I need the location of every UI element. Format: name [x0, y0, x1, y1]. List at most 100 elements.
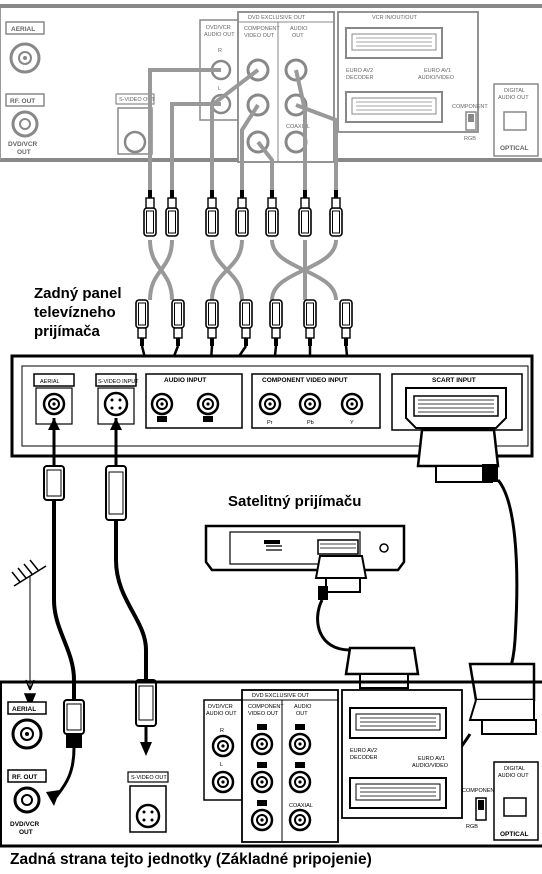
bottom-dvd-exclusive-out: DVD EXCLUSIVE OUT COMPONENT VIDEO OUT AU… [241, 689, 339, 843]
top-dvd-vcr-out-line2: OUT [17, 149, 31, 156]
bottom-dvd-vcr-audio-out: DVD/VCR AUDIO OUT R L [203, 699, 243, 801]
top-svideo-out[interactable]: S-VIDEO OUT [115, 93, 155, 155]
top-gray-cables [148, 68, 338, 190]
bottom-euro-av2-scart[interactable] [349, 707, 447, 739]
tv-y-label: Y [350, 420, 354, 426]
bottom-euro-av1-line1: EURO AV1 [418, 756, 445, 762]
antenna-icon [11, 559, 47, 708]
bottom-svideo-out[interactable]: S-VIDEO OUT [127, 771, 169, 833]
tv-scart-plug [416, 428, 500, 483]
bottom-aerial-label: AERIAL [12, 706, 36, 713]
tv-audio-jack-r[interactable] [150, 392, 174, 416]
tv-caption-line3: prijímača [34, 323, 101, 340]
tv-y-jack[interactable] [340, 392, 364, 416]
tv-scart-label: SCART INPUT [432, 377, 476, 384]
tv-component-label: COMPONENT VIDEO INPUT [262, 377, 348, 384]
tv-svideo-input[interactable]: S-VIDEO INPUT [95, 373, 139, 425]
top-l-label: L [218, 86, 221, 92]
bottom-rf-out-connector[interactable]: RF. OUT DVD/VCR OUT [7, 769, 47, 836]
top-dvd-vcr-out-line1: DVD/VCR [8, 141, 38, 148]
tv-component-video-input: COMPONENT VIDEO INPUT Pr Pb Y [251, 373, 381, 429]
bottom-audio-out-line2: OUT [296, 711, 308, 717]
bottom-rf-out-label: RF. OUT [12, 774, 37, 781]
tv-pb-jack[interactable] [298, 392, 322, 416]
bottom-audio-l-jack[interactable] [211, 770, 235, 794]
bottom-euro-av2-line2: DECODER [350, 755, 378, 761]
bottom-audio-out-jack-2[interactable] [288, 770, 312, 794]
satellite-caption: Satelitný prijímaču [228, 493, 361, 510]
top-audio-out-line2: OUT [292, 33, 304, 39]
bottom-audio-r-jack[interactable] [211, 734, 235, 758]
bottom-euro-av1-scart[interactable] [349, 777, 447, 809]
tv-pr-jack[interactable] [258, 392, 282, 416]
bottom-aerial-connector[interactable]: AERIAL [7, 701, 47, 750]
tv-caption-line1: Zadný panel [34, 285, 122, 302]
top-component-line2: VIDEO OUT [244, 33, 275, 39]
upper-rca-plugs [143, 189, 343, 237]
top-rf-out-label: RF. OUT [10, 98, 35, 105]
satellite-scart-plug [314, 555, 368, 652]
top-dvd-vcr-audio-line1: DVD/VCR [206, 25, 231, 31]
top-euro-av2-scart[interactable] [345, 27, 443, 59]
tv-panel-caption: Zadný panel televízneho prijímača [34, 285, 122, 340]
top-vcr-scart-label: VCR IN/OUT/OUT [372, 15, 418, 21]
top-rgb-label: RGB [464, 136, 476, 142]
bottom-dvd-vcr-out-line2: OUT [19, 829, 33, 836]
top-component-line1: COMPONENT [244, 26, 280, 32]
bottom-dvd-vcr-audio-line1: DVD/VCR [208, 704, 233, 710]
top-component-rgb-switch[interactable]: COMPONENT RGB [452, 104, 488, 142]
tv-svideo-label: S-VIDEO INPUT [98, 379, 139, 385]
tv-audio-input: AUDIO INPUT [145, 373, 243, 429]
bottom-coaxial-label: COAXIAL [289, 803, 313, 809]
lower-rca-plugs [135, 299, 353, 347]
top-digital-line1: DIGITAL [504, 88, 525, 94]
bottom-dvd-vcr-audio-line2: AUDIO OUT [206, 711, 237, 717]
top-rf-out-connector[interactable]: RF. OUT DVD/VCR OUT [5, 93, 45, 156]
tv-pb-label: Pb [307, 420, 314, 426]
bottom-euro-av2-line1: EURO AV2 [350, 748, 377, 754]
bottom-audio-out-line1: AUDIO [294, 704, 312, 710]
tv-pr-label: Pr [267, 420, 273, 426]
tv-audio-jack-l[interactable] [196, 392, 220, 416]
bottom-component-line2: VIDEO OUT [248, 711, 279, 717]
bottom-rgb-label: RGB [466, 824, 478, 830]
bottom-digital-line2: AUDIO OUT [498, 773, 529, 779]
top-digital-line2: AUDIO OUT [498, 95, 529, 101]
satellite-receiver [204, 524, 406, 572]
svideo-cable [105, 465, 157, 756]
bottom-digital-audio-out[interactable]: DIGITAL AUDIO OUT OPTICAL [493, 761, 539, 841]
bottom-coaxial-jack[interactable] [288, 808, 312, 832]
tv-scart-input[interactable]: SCART INPUT [391, 373, 523, 431]
bottom-scart-area: EURO AV2 DECODER EURO AV1 AUDIO/VIDEO [341, 689, 463, 819]
bottom-comp-jack-3[interactable] [250, 808, 274, 832]
bottom-digital-line1: DIGITAL [504, 766, 525, 772]
top-dvd-exclusive-label: DVD EXCLUSIVE OUT [248, 15, 306, 21]
bottom-component-rgb-switch[interactable]: COMPONENT RGB [462, 788, 498, 830]
bottom-r-label: R [220, 728, 224, 734]
bottom-comp-jack-2[interactable] [250, 770, 274, 794]
bottom-comp-jack-1[interactable] [250, 732, 274, 756]
top-euro-av2-line1: EURO AV2 [346, 68, 373, 74]
top-euro-av1-scart[interactable] [345, 91, 443, 123]
tv-aerial-label: AERIAL [40, 379, 60, 385]
bottom-component-line1: COMPONENT [248, 704, 284, 710]
tv-audio-input-label: AUDIO INPUT [164, 377, 206, 384]
bottom-dvd-exclusive-label: DVD EXCLUSIVE OUT [252, 693, 310, 699]
top-euro-av1-line2: AUDIO/VIDEO [418, 75, 455, 81]
bottom-l-label: L [220, 762, 223, 768]
twisted-cables [148, 239, 338, 301]
tv-aerial-input[interactable]: AERIAL [33, 373, 75, 425]
top-digital-audio-out[interactable]: DIGITAL AUDIO OUT OPTICAL [493, 83, 539, 157]
top-svideo-out-label: S-VIDEO OUT [119, 97, 155, 103]
top-vcr-scart-area: VCR IN/OUT/OUT EURO AV2 DECODER EURO AV1… [337, 11, 479, 133]
top-aerial-connector[interactable]: AERIAL [5, 21, 45, 74]
bottom-optical-label: OPTICAL [500, 831, 529, 838]
bottom-audio-out-jack-1[interactable] [288, 732, 312, 756]
bottom-caption: Zadná strana tejto jednotky (Základné pr… [10, 851, 372, 868]
tv-caption-line2: televízneho [34, 304, 116, 321]
top-optical-label: OPTICAL [500, 145, 529, 152]
aerial-cable [43, 465, 85, 806]
top-euro-av2-line2: DECODER [346, 75, 374, 81]
tv-arrows [48, 418, 122, 430]
